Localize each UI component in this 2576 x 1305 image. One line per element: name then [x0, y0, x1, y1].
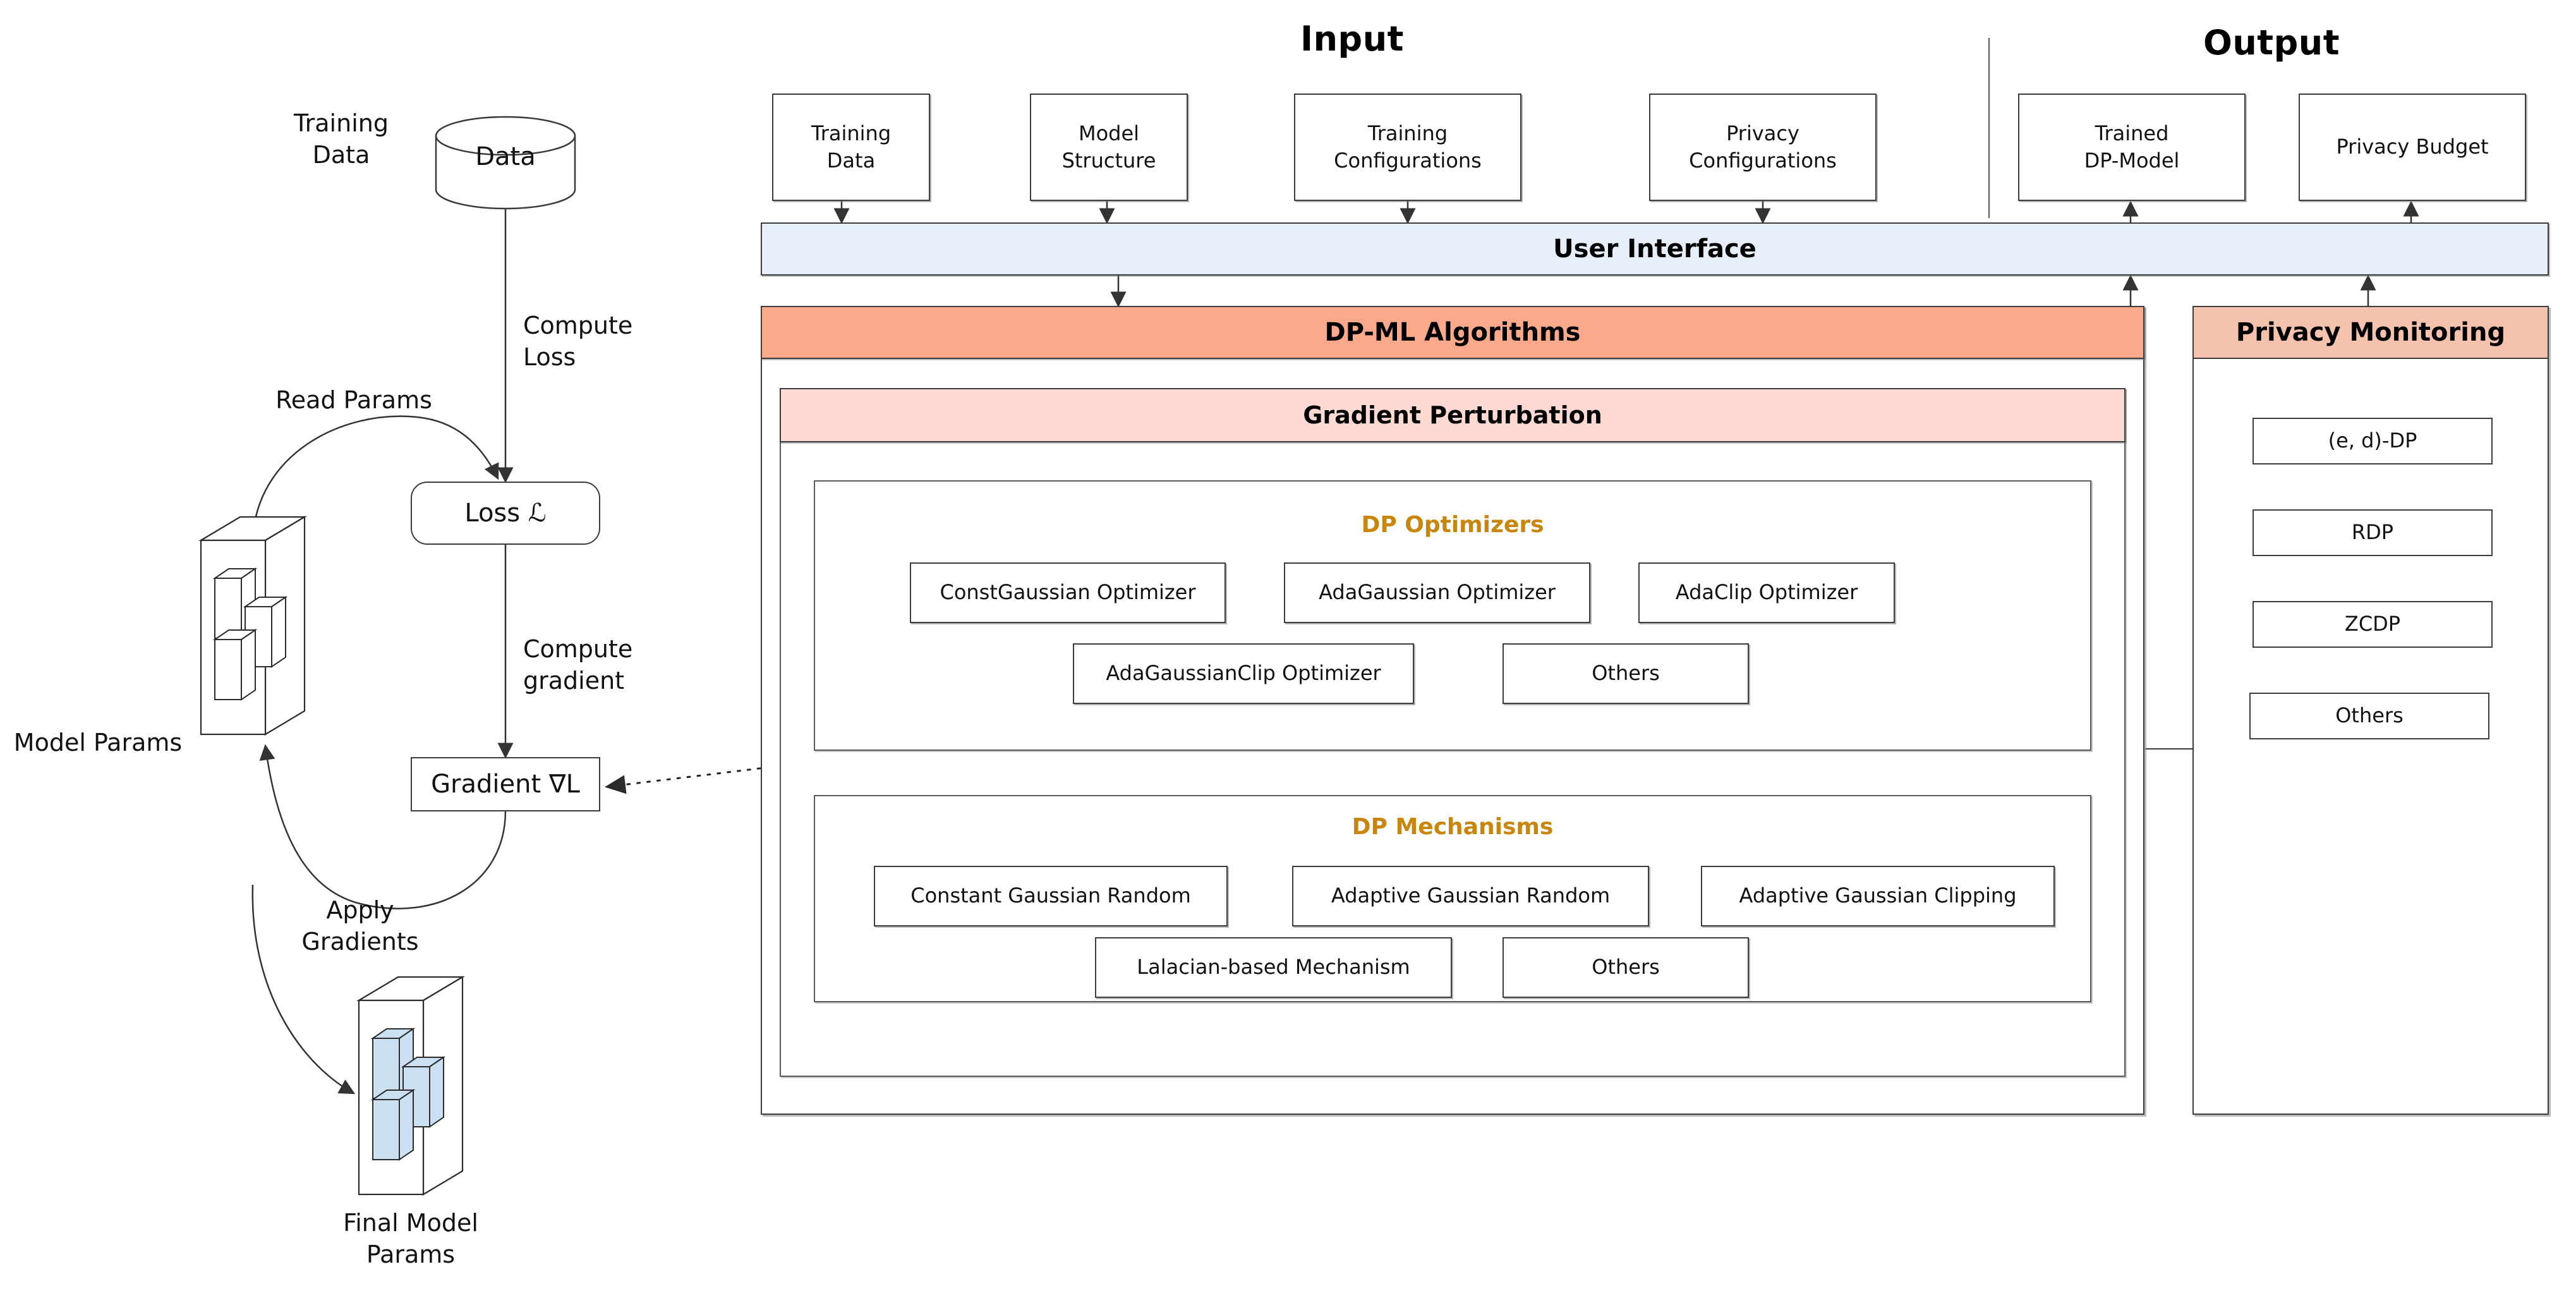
input-box-label: Privacy Configurations — [1689, 121, 1837, 173]
dp-optimizer-adaclip[interactable]: AdaClip Optimizer — [1638, 562, 1895, 623]
dp-optimizer-adagaussianclip[interactable]: AdaGaussianClip Optimizer — [1073, 643, 1414, 704]
output-heading: Output — [2203, 23, 2340, 63]
dp-ml-algorithms-header: DP-ML Algorithms — [761, 306, 2144, 359]
privacy-monitoring-item-zcdp[interactable]: ZCDP — [2252, 601, 2493, 648]
input-box-training-configurations[interactable]: Training Configurations — [1294, 94, 1521, 201]
dp-optimizer-label: ConstGaussian Optimizer — [940, 580, 1196, 605]
output-box-label: Trained DP-Model — [2084, 121, 2180, 173]
privacy-monitoring-item-eps-delta-dp[interactable]: (e, d)-DP — [2252, 418, 2493, 464]
dp-optimizer-label: AdaGaussianClip Optimizer — [1106, 661, 1381, 686]
privacy-monitoring-item-label: Others — [2335, 703, 2404, 728]
apply-gradients-label: Apply Gradients — [301, 896, 419, 956]
dp-mechanism-constant-gaussian-random[interactable]: Constant Gaussian Random — [874, 866, 1228, 926]
output-box-privacy-budget[interactable]: Privacy Budget — [2299, 94, 2526, 201]
dp-mechanism-lalacian-based[interactable]: Lalacian-based Mechanism — [1095, 937, 1452, 998]
input-box-model-structure[interactable]: Model Structure — [1030, 94, 1188, 201]
dp-optimizer-label: AdaGaussian Optimizer — [1319, 580, 1556, 605]
dp-optimizer-constgaussian[interactable]: ConstGaussian Optimizer — [910, 562, 1226, 623]
dp-mechanism-label: Lalacian-based Mechanism — [1137, 955, 1410, 980]
dp-optimizers-title: DP Optimizers — [1361, 512, 1544, 538]
privacy-monitoring-header-label: Privacy Monitoring — [2235, 318, 2506, 347]
dp-mechanism-label: Others — [1592, 955, 1660, 980]
privacy-monitoring-item-rdp[interactable]: RDP — [2252, 509, 2493, 556]
privacy-monitoring-item-label: RDP — [2351, 520, 2394, 545]
privacy-monitoring-item-others[interactable]: Others — [2249, 693, 2489, 739]
dp-mechanism-label: Adaptive Gaussian Random — [1331, 883, 1611, 908]
privacy-monitoring-item-label: ZCDP — [2344, 612, 2401, 636]
loss-node: Loss ℒ — [411, 482, 600, 545]
training-data-label: Training Data — [294, 109, 389, 169]
dp-mechanism-others[interactable]: Others — [1503, 937, 1749, 998]
privacy-monitoring-header: Privacy Monitoring — [2192, 306, 2549, 359]
compute-loss-label: Compute Loss — [523, 312, 633, 372]
user-interface-bar[interactable]: User Interface — [761, 222, 2549, 276]
user-interface-label: User Interface — [1553, 234, 1757, 264]
model-params-label: Model Params — [13, 729, 183, 756]
dp-optimizer-others[interactable]: Others — [1503, 643, 1749, 704]
gradient-perturbation-header-label: Gradient Perturbation — [1303, 401, 1602, 429]
input-heading: Input — [1300, 19, 1404, 59]
loss-node-label: Loss ℒ — [464, 499, 547, 528]
input-box-label: Training Data — [811, 121, 892, 173]
gradient-node-label: Gradient ∇L — [431, 770, 580, 799]
gradient-perturbation-header: Gradient Perturbation — [780, 388, 2126, 442]
final-model-params-label: Final Model Params — [343, 1209, 478, 1269]
dp-optimizer-label: Others — [1592, 661, 1660, 686]
gradient-node: Gradient ∇L — [411, 757, 600, 811]
input-box-label: Training Configurations — [1334, 121, 1482, 173]
dp-mechanism-label: Constant Gaussian Random — [910, 883, 1191, 908]
input-box-label: Model Structure — [1061, 121, 1156, 173]
privacy-monitoring-item-label: (e, d)-DP — [2328, 428, 2417, 453]
dp-ml-algorithms-header-label: DP-ML Algorithms — [1324, 318, 1581, 347]
dp-mechanism-adaptive-gaussian-clipping[interactable]: Adaptive Gaussian Clipping — [1701, 866, 2055, 926]
dp-optimizer-adagaussian[interactable]: AdaGaussian Optimizer — [1284, 562, 1590, 623]
compute-gradient-label: Compute gradient — [523, 635, 633, 695]
output-box-trained-dp-model[interactable]: Trained DP-Model — [2018, 94, 2246, 201]
dp-mechanism-label: Adaptive Gaussian Clipping — [1739, 883, 2017, 908]
final-model-params-cube-shape — [356, 976, 465, 1196]
datastore-label: Data — [475, 142, 536, 171]
input-box-training-data[interactable]: Training Data — [772, 94, 930, 201]
read-params-label: Read Params — [275, 386, 432, 414]
dp-mechanisms-title: DP Mechanisms — [1351, 814, 1554, 840]
output-box-label: Privacy Budget — [2336, 135, 2489, 159]
dp-optimizer-label: AdaClip Optimizer — [1675, 580, 1858, 605]
model-params-cube-shape — [198, 516, 307, 736]
dp-mechanism-adaptive-gaussian-random[interactable]: Adaptive Gaussian Random — [1292, 866, 1649, 926]
input-box-privacy-configurations[interactable]: Privacy Configurations — [1649, 94, 1877, 201]
